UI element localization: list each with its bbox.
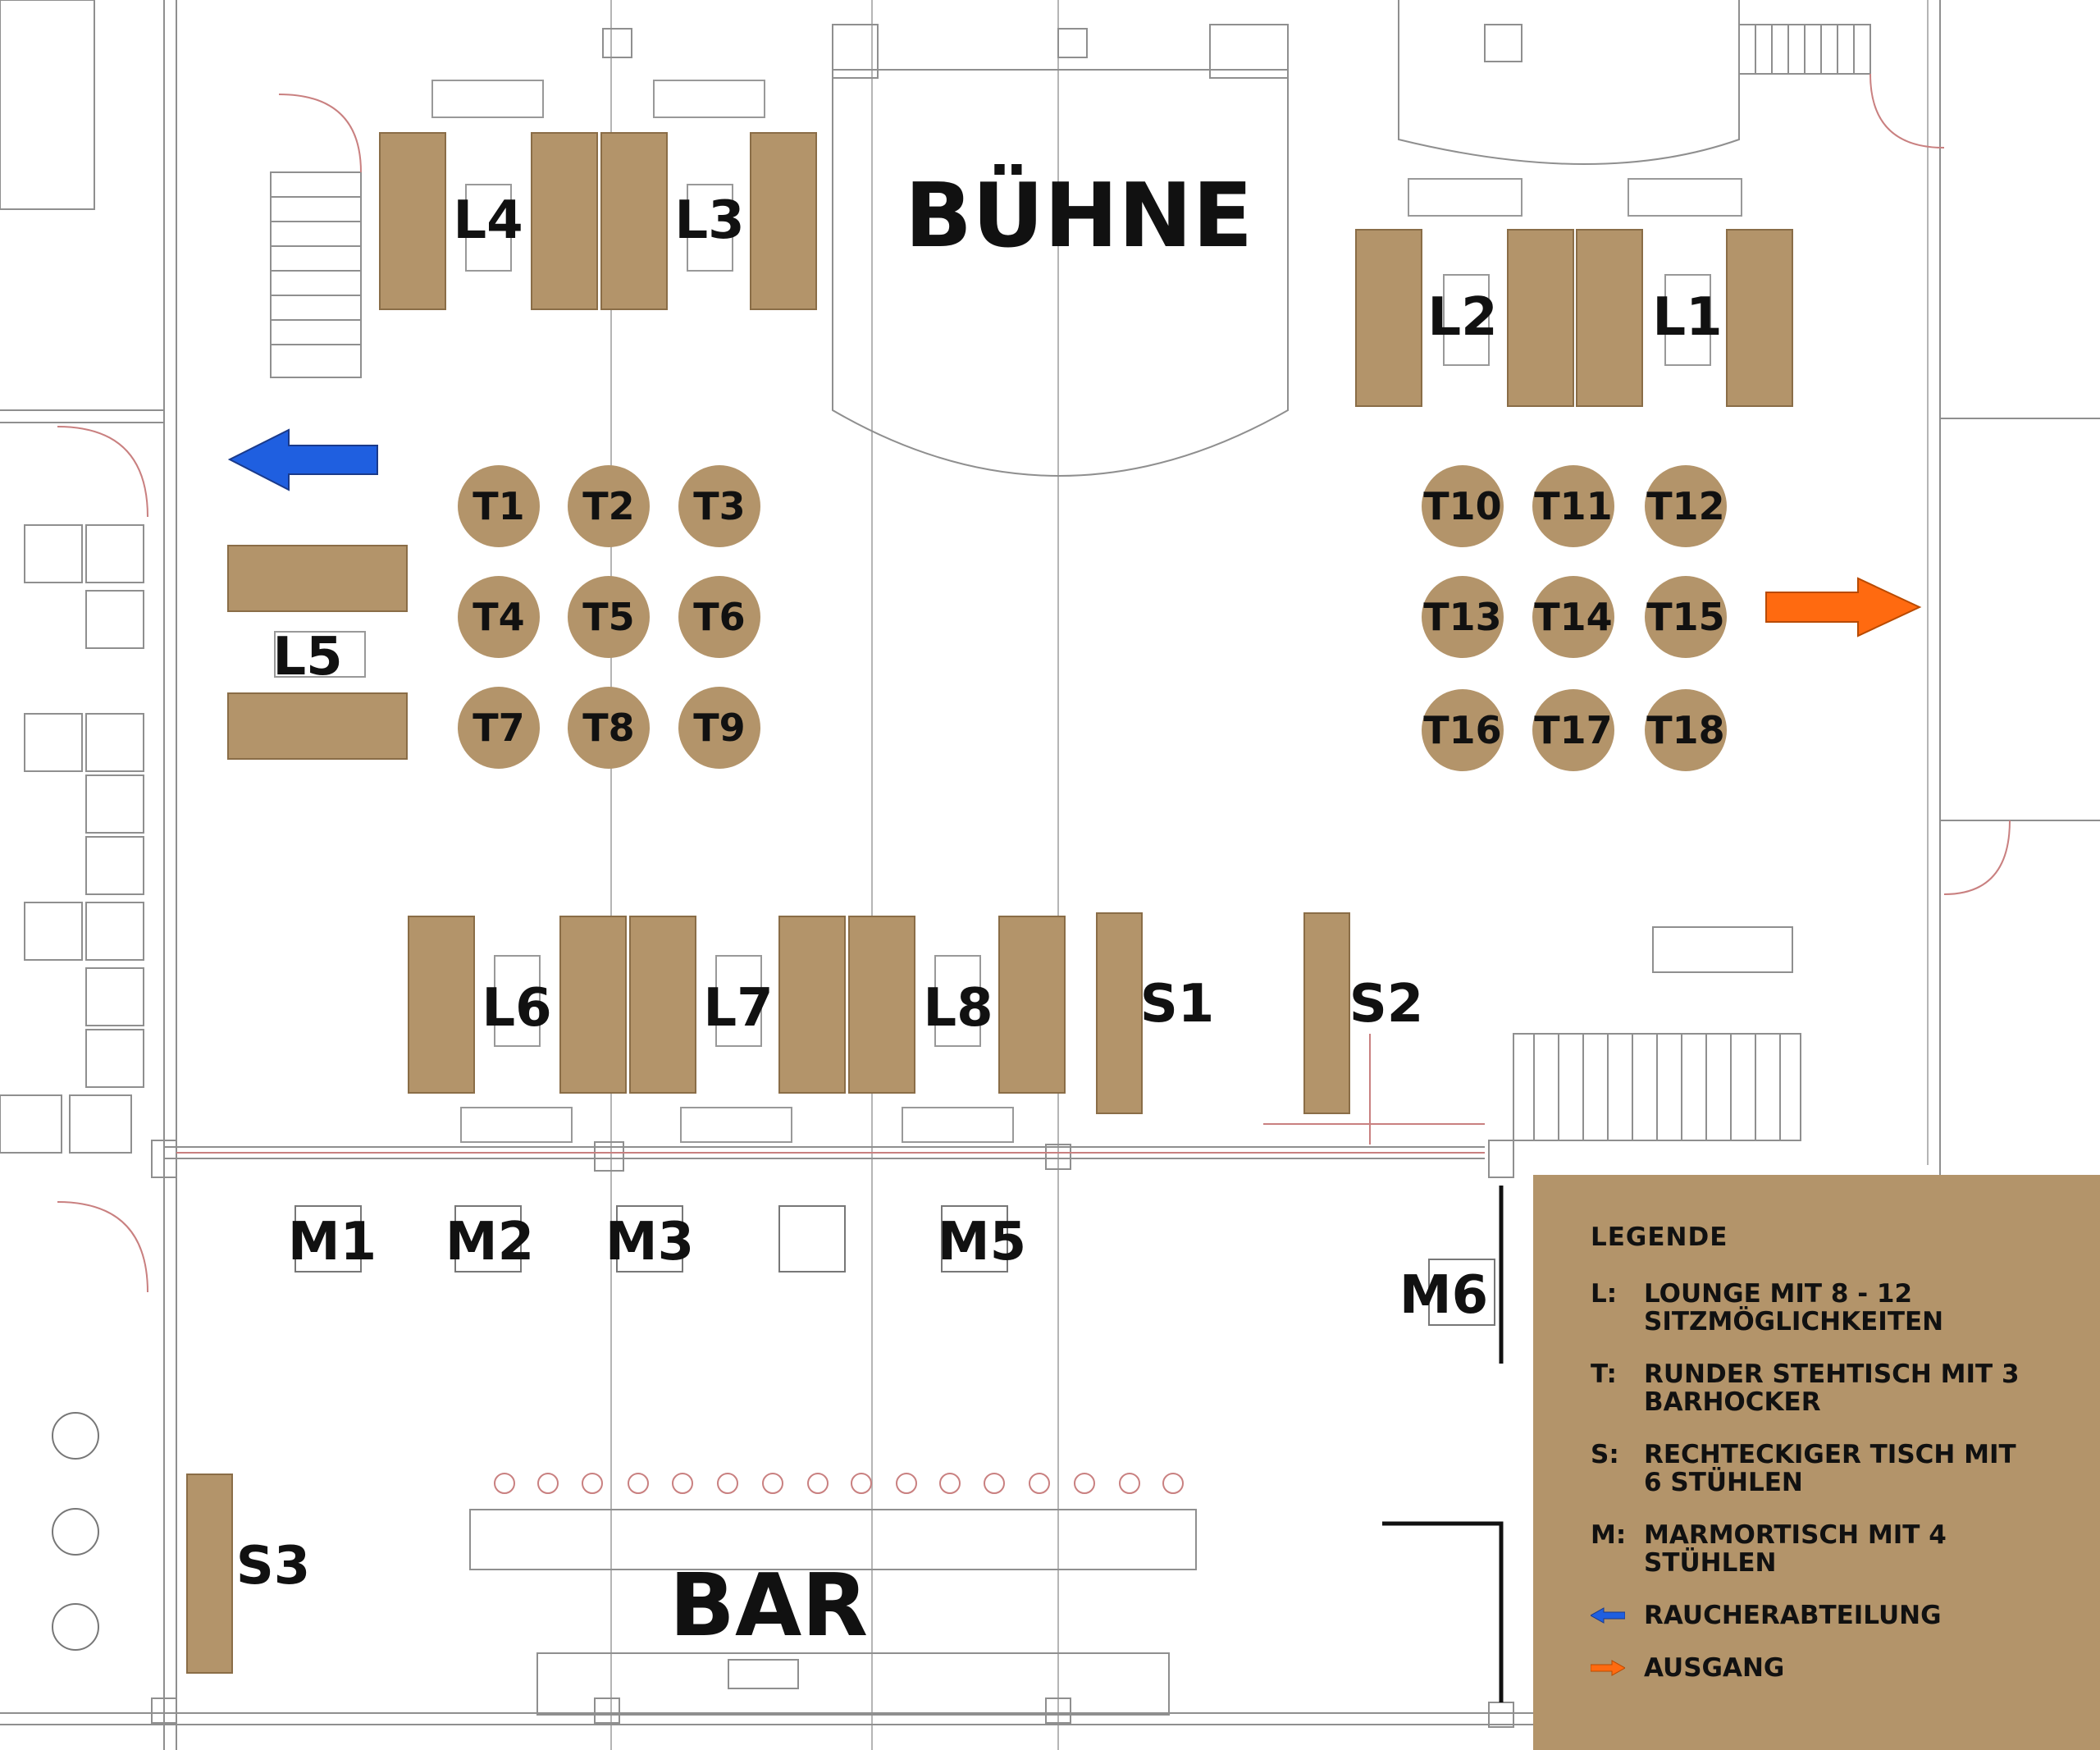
table-T17 xyxy=(1532,689,1614,771)
lounge-label-L2: L2 xyxy=(1427,287,1497,348)
legend-text: RUNDER STEHTISCH MIT 3 BARHOCKER xyxy=(1644,1359,2020,1417)
table-T2 xyxy=(568,465,650,547)
marble-table-label-M3: M3 xyxy=(605,1212,694,1273)
legend-text: MARMORTISCH MIT 4 STÜHLEN xyxy=(1644,1520,1947,1578)
small-round-tables xyxy=(52,1412,99,1651)
table-label-T16: T16 xyxy=(1423,708,1501,752)
legend-key: M: xyxy=(1591,1520,1627,1550)
table-label-T6: T6 xyxy=(693,595,745,639)
legend-text: AUSGANG xyxy=(1644,1653,1785,1683)
table-T13 xyxy=(1422,576,1504,658)
table-label-T15: T15 xyxy=(1646,595,1724,639)
rect-table-label-S1: S1 xyxy=(1140,974,1215,1035)
labels: BÜHNE BAR L4 L3 L2 L1 L5 L6 L7 L8 T1 T2 … xyxy=(236,163,1725,1656)
smoking-area-arrow-icon xyxy=(227,428,378,491)
walls-red xyxy=(57,73,2011,1293)
lounge-label-L1: L1 xyxy=(1652,287,1722,348)
table-T16 xyxy=(1422,689,1504,771)
marble-table-label-M6: M6 xyxy=(1399,1265,1488,1326)
table-T15 xyxy=(1645,576,1727,658)
lounge-label-L5: L5 xyxy=(272,627,342,688)
legend-item-lounge: L: LOUNGE MIT 8 - 12 SITZMÖGLICHKEITEN xyxy=(1591,1280,2100,1336)
legend-text: LOUNGE MIT 8 - 12 SITZMÖGLICHKEITEN xyxy=(1644,1279,1944,1336)
round-tables xyxy=(458,465,1727,771)
bar-label: BAR xyxy=(669,1556,868,1656)
legend-key: T: xyxy=(1591,1359,1617,1389)
table-label-T5: T5 xyxy=(582,595,634,639)
bar-stools xyxy=(494,1473,1184,1494)
legend-key: L: xyxy=(1591,1279,1618,1309)
table-label-T3: T3 xyxy=(693,484,745,528)
table-label-T12: T12 xyxy=(1646,484,1724,528)
table-T9 xyxy=(678,687,760,769)
legend-key: S: xyxy=(1591,1440,1619,1469)
rect-table-label-S3: S3 xyxy=(236,1536,311,1597)
table-label-T1: T1 xyxy=(472,484,524,528)
table-T12 xyxy=(1645,465,1727,547)
lounge-label-L8: L8 xyxy=(923,978,993,1039)
legend-item-rect-table: S: RECHTECKIGER TISCH MIT 6 STÜHLEN xyxy=(1591,1441,2100,1496)
table-label-T13: T13 xyxy=(1423,595,1501,639)
table-T6 xyxy=(678,576,760,658)
table-label-T14: T14 xyxy=(1534,595,1612,639)
table-T5 xyxy=(568,576,650,658)
table-label-T4: T4 xyxy=(472,595,524,639)
legend-text: RECHTECKIGER TISCH MIT 6 STÜHLEN xyxy=(1644,1440,2016,1497)
table-label-T17: T17 xyxy=(1534,708,1612,752)
lounge-label-L6: L6 xyxy=(482,978,551,1039)
table-T1 xyxy=(458,465,540,547)
blue-arrow-left-icon xyxy=(1591,1607,1625,1624)
marble-tables xyxy=(294,1186,1504,1702)
table-T11 xyxy=(1532,465,1614,547)
table-label-T8: T8 xyxy=(582,706,634,750)
table-label-T10: T10 xyxy=(1423,484,1501,528)
marble-table-label-M2: M2 xyxy=(445,1212,534,1273)
table-T7 xyxy=(458,687,540,769)
table-T3 xyxy=(678,465,760,547)
table-T18 xyxy=(1645,689,1727,771)
table-T14 xyxy=(1532,576,1614,658)
marble-table-label-M1: M1 xyxy=(288,1212,377,1273)
legend-item-round-table: T: RUNDER STEHTISCH MIT 3 BARHOCKER xyxy=(1591,1360,2100,1416)
legend-item-exit: AUSGANG xyxy=(1591,1654,2100,1682)
table-T10 xyxy=(1422,465,1504,547)
legend-text: RAUCHERABTEILUNG xyxy=(1644,1601,1942,1630)
legend-panel: LEGENDE L: LOUNGE MIT 8 - 12 SITZMÖGLICH… xyxy=(1533,1175,2100,1750)
table-label-T2: T2 xyxy=(582,484,634,528)
lounge-couches xyxy=(186,132,1793,1674)
rect-table-label-S2: S2 xyxy=(1349,974,1424,1035)
legend-item-smoking: RAUCHERABTEILUNG xyxy=(1591,1602,2100,1629)
coffee-tables xyxy=(274,80,1742,1143)
table-label-T9: T9 xyxy=(693,706,745,750)
table-label-T18: T18 xyxy=(1646,708,1724,752)
stage-label: BÜHNE xyxy=(905,163,1253,267)
marble-table-label-M5: M5 xyxy=(938,1212,1026,1273)
exit-arrow-icon xyxy=(1765,577,1922,637)
lounge-label-L7: L7 xyxy=(703,978,773,1039)
lounge-label-L4: L4 xyxy=(453,190,523,251)
lounge-label-L3: L3 xyxy=(674,190,744,251)
table-T8 xyxy=(568,687,650,769)
table-T4 xyxy=(458,576,540,658)
legend-item-marble-table: M: MARMORTISCH MIT 4 STÜHLEN xyxy=(1591,1521,2100,1577)
legend-title: LEGENDE xyxy=(1591,1222,1728,1252)
table-label-T7: T7 xyxy=(472,706,524,750)
orange-arrow-right-icon xyxy=(1591,1660,1625,1676)
table-label-T11: T11 xyxy=(1534,484,1612,528)
